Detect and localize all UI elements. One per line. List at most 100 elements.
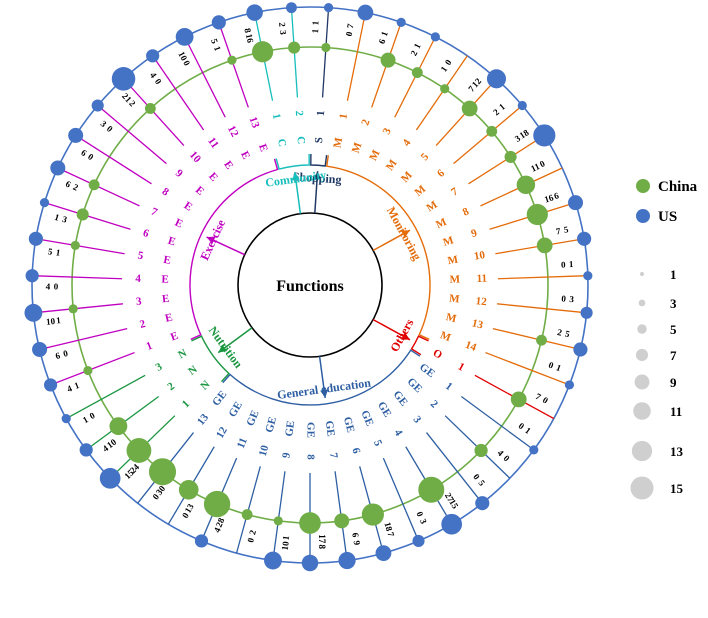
china-bubble [251,41,274,63]
item-number-label: 7 [327,452,340,460]
item-spoke [50,351,135,386]
us-value-label: 10 [46,316,56,327]
us-value-label: 0 [541,395,550,406]
china-bubble [241,509,253,520]
us-bubble [396,17,406,27]
item-code-label: M [434,216,449,232]
item-code-label: GE [244,409,261,428]
china-bubble [411,67,423,79]
china-value-label: 6 [350,532,361,538]
china-value-label: 0 [547,360,555,371]
item-number-label: 7 [149,206,159,219]
group-bracket [189,158,279,340]
us-bubble [412,534,425,548]
china-value-label: 2 [127,98,138,108]
us-value-label: 5 [476,478,487,488]
center-label: Functions [276,278,344,295]
size-swatch [635,348,649,362]
us-value-label: 8 [317,545,327,550]
size-label: 15 [670,481,684,496]
us-bubble [564,380,575,390]
china-value-label: 2 [556,327,563,338]
us-value-label: 10 [280,540,291,551]
item-code-label: M [367,147,383,162]
us-bubble [264,551,282,570]
us-value-label: 6 [64,179,73,190]
china-bubble [361,503,384,526]
us-bubble [25,269,39,283]
china-bubble [536,237,553,254]
group-arrowhead [320,389,329,398]
item-code-label: GE [226,400,244,420]
china-value-label: 2 [491,107,501,118]
size-label: 3 [670,296,677,311]
us-value-label: 4 [101,443,111,454]
us-value-label: 1 [497,101,507,112]
item-code-label: GE [405,376,425,396]
item-code-label: E [164,311,174,324]
item-code-label: GE [358,409,375,428]
item-number-label: 11 [476,273,487,285]
item-spoke [346,12,367,101]
china-bubble [288,41,301,54]
china-bubble [474,443,488,458]
china-bubble [109,417,128,436]
group-bracket [410,335,429,356]
item-number-label: 1 [456,361,467,374]
us-bubble [39,198,50,208]
size-label: 7 [670,348,677,363]
us-value-label: 1 [569,259,574,269]
item-code-label: E [161,293,170,306]
china-value-label: 2 [247,528,258,535]
us-value-label: 0 [502,453,513,464]
china-value-label: 0 [561,293,567,303]
group-bracket [326,155,431,340]
china-bubble [440,84,450,94]
china-value-label: 2 [71,182,80,193]
china-value-label: 7 [466,83,477,93]
china-bubble [70,240,80,251]
item-number-label: 1 [315,110,327,116]
item-number-label: 13 [195,411,212,427]
us-value-label: 4 [148,70,159,80]
group-shopping: Shopping [292,153,342,214]
item-code-label: N [186,363,200,377]
item-number-label: 10 [257,443,272,457]
us-value-label: 6 [553,190,561,201]
us-value-label: 4 [66,383,74,394]
us-value-label: 3 [418,517,429,526]
us-bubble [32,341,48,357]
size-swatch [634,374,650,390]
item-number-label: 12 [225,124,241,140]
item-code-label: M [449,293,461,306]
us-bubble [61,414,71,424]
china-value-label: 1 [281,534,292,540]
group-arrowhead [401,230,410,238]
item-code-label: E [161,274,169,286]
china-value-label: 0 [561,260,566,270]
china-bubble [321,42,331,53]
item-code-label: GE [391,389,410,409]
size-swatch [630,476,654,500]
item-code-label: M [350,140,365,154]
us-bubble [486,69,507,89]
item-code-label: E [221,159,235,172]
us-bubble [577,231,592,246]
us-value-label: 5 [564,328,571,339]
china-bubble [203,490,231,518]
us-bubble [246,4,263,21]
item-spoke [97,105,167,165]
group-general-education: General education [222,349,421,406]
us-value-label: 3 [569,294,575,304]
item-code-label: GE [375,400,393,420]
china-value-label: 7 [534,391,543,402]
china-value-label: 1 [438,64,449,74]
item-number-label: 1 [337,112,350,120]
size-label: 9 [670,375,677,390]
